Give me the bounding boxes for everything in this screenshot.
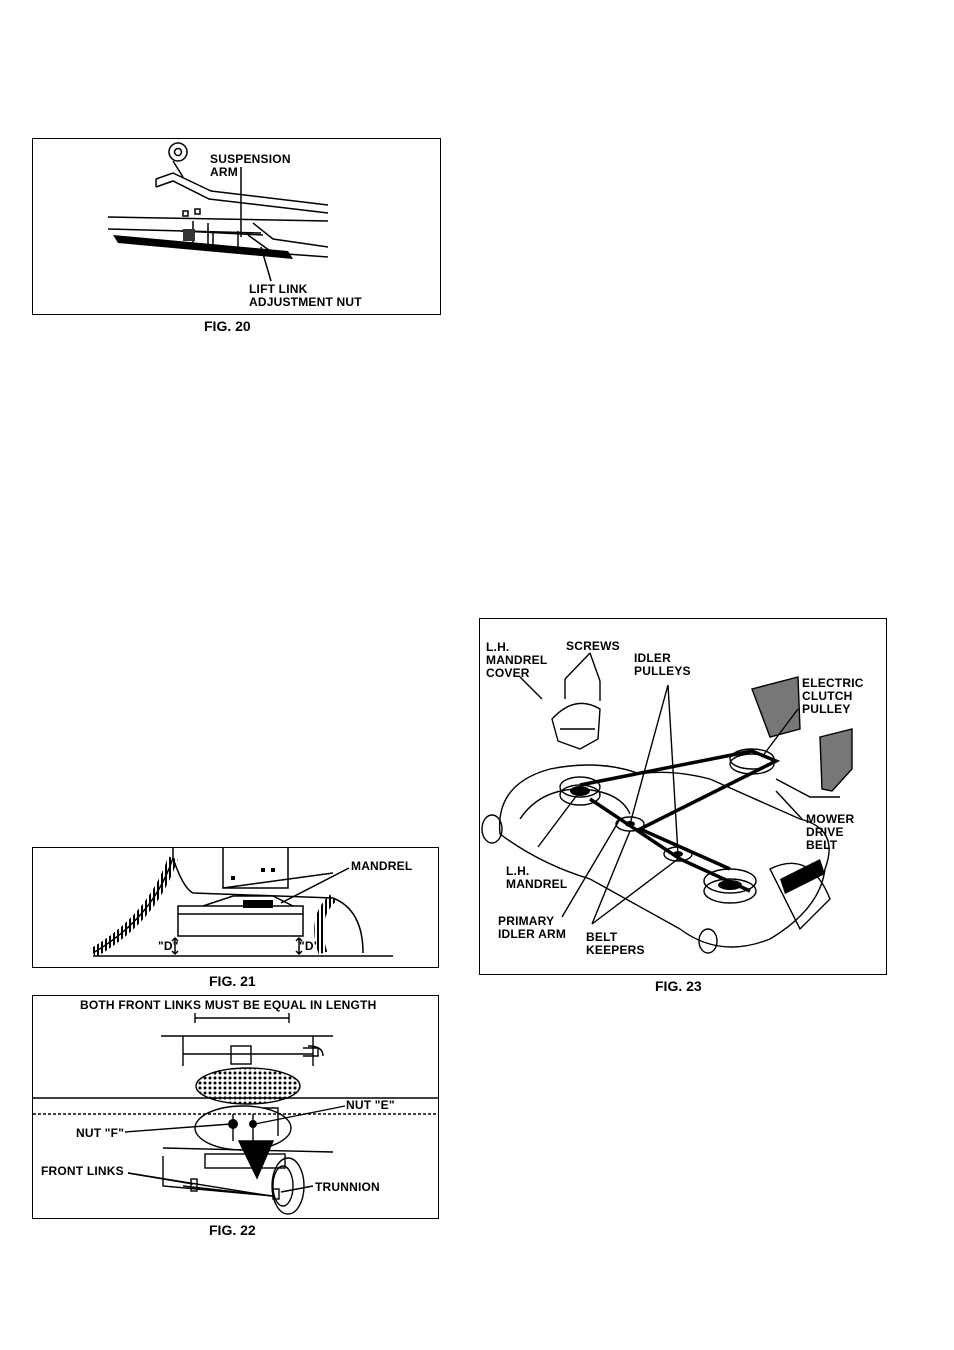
belt-keepers-label: BELT KEEPERS bbox=[586, 931, 645, 957]
mandrel-label: MANDREL bbox=[351, 860, 412, 873]
nut-e-label: NUT "E" bbox=[346, 1099, 395, 1112]
fig21-frame: MANDREL "D" "D" bbox=[32, 847, 439, 968]
lh-mandrel-label: L.H. MANDREL bbox=[506, 865, 567, 891]
fig20-caption: FIG. 20 bbox=[204, 318, 251, 334]
fig22-caption: FIG. 22 bbox=[209, 1222, 256, 1238]
fig22-frame: BOTH FRONT LINKS MUST BE EQUAL IN LENGTH… bbox=[32, 995, 439, 1219]
fig20-frame: SUSPENSION ARM LIFT LINK ADJUSTMENT NUT bbox=[32, 138, 441, 315]
lh-mandrel-line2: MANDREL bbox=[506, 878, 567, 891]
idler-pulleys-label: IDLER PULLEYS bbox=[634, 652, 691, 678]
lh-mandrel-cover-label: L.H. MANDREL COVER bbox=[486, 641, 547, 680]
nut-f-label: NUT "F" bbox=[76, 1127, 124, 1140]
mower-line3: BELT bbox=[806, 839, 854, 852]
fig23-frame: L.H. MANDREL COVER SCREWS IDLER PULLEYS … bbox=[479, 618, 887, 975]
lift-label-line2: ADJUSTMENT NUT bbox=[249, 296, 362, 309]
lift-link-label: LIFT LINK ADJUSTMENT NUT bbox=[249, 283, 362, 309]
primary-idler-arm-label: PRIMARY IDLER ARM bbox=[498, 915, 566, 941]
suspension-arm-label: SUSPENSION ARM bbox=[210, 153, 291, 179]
d-right-label: "D" bbox=[299, 940, 320, 953]
electric-clutch-pulley-label: ELECTRIC CLUTCH PULLEY bbox=[802, 677, 864, 716]
d-left-label: "D" bbox=[158, 940, 179, 953]
lh-cover-line3: COVER bbox=[486, 667, 547, 680]
primary-line2: IDLER ARM bbox=[498, 928, 566, 941]
front-links-label: FRONT LINKS bbox=[41, 1165, 124, 1178]
clutch-line3: PULLEY bbox=[802, 703, 864, 716]
screws-label: SCREWS bbox=[566, 640, 620, 653]
idler-line2: PULLEYS bbox=[634, 665, 691, 678]
suspension-label-line2: ARM bbox=[210, 166, 291, 179]
fig21-caption: FIG. 21 bbox=[209, 973, 256, 989]
keepers-line2: KEEPERS bbox=[586, 944, 645, 957]
trunnion-label: TRUNNION bbox=[315, 1181, 380, 1194]
mower-drive-belt-label: MOWER DRIVE BELT bbox=[806, 813, 854, 852]
fig22-heading: BOTH FRONT LINKS MUST BE EQUAL IN LENGTH bbox=[80, 999, 376, 1012]
fig23-caption: FIG. 23 bbox=[655, 978, 702, 994]
